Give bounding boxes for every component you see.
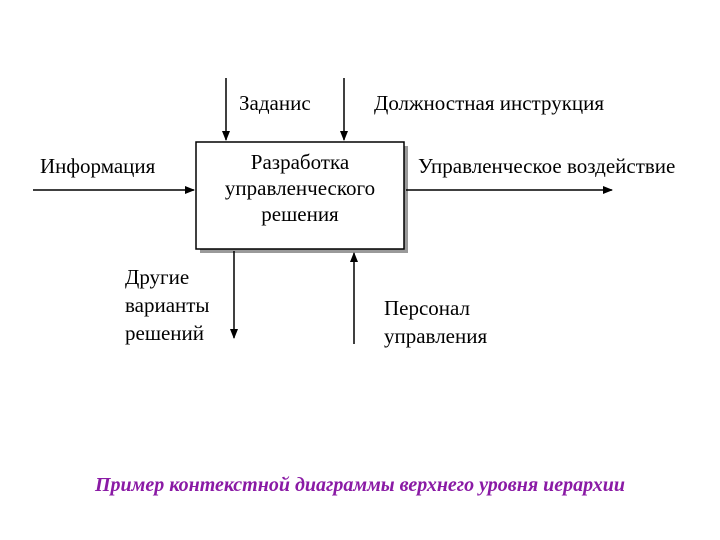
control-label-zadanie: Заданис <box>239 91 311 115</box>
input-label: Информация <box>40 154 156 178</box>
process-box-line-2: управленческого <box>225 176 375 200</box>
alternatives-label-line-3: решений <box>125 321 204 345</box>
mechanism-label-line-1: Персонал <box>384 296 470 320</box>
process-box <box>195 141 405 250</box>
process-box-line-3: решения <box>261 202 339 226</box>
mechanism-label-line-2: управления <box>384 324 487 348</box>
control-label-instruction: Должностная инструкция <box>374 91 604 115</box>
alternatives-label-line-1: Другие <box>125 265 189 289</box>
process-box-line-1: Разработка <box>251 150 350 174</box>
output-label: Управленческое воздействие <box>418 154 675 178</box>
alternatives-label-line-2: варианты <box>125 293 210 317</box>
diagram-caption: Пример контекстной диаграммы верхнего ур… <box>95 474 625 496</box>
